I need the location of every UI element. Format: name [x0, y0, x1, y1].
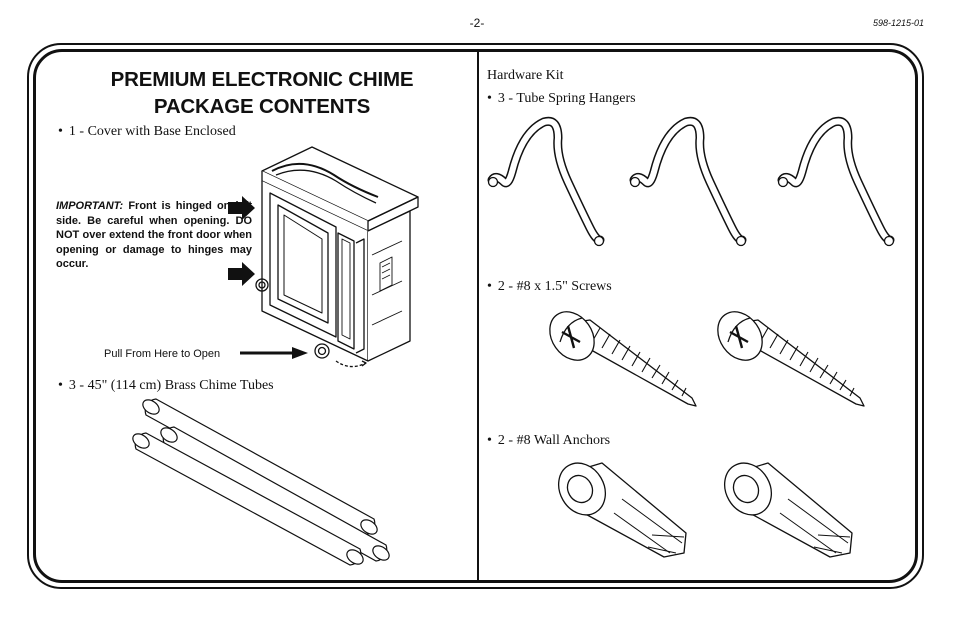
spring-hanger-illustration — [487, 116, 605, 247]
pull-label: Pull From Here to Open — [104, 348, 221, 360]
list-item-hangers: • 3 - Tube Spring Hangers — [487, 91, 636, 107]
important-text: Front is hinged on left side. Be careful… — [56, 200, 252, 270]
right-arrow-icon — [228, 262, 255, 286]
title-line-2: PACKAGE CONTENTS — [153, 95, 371, 118]
bullet: • — [58, 124, 63, 139]
spring-hanger-illustration — [629, 116, 747, 247]
list-item-anchors: • 2 - #8 Wall Anchors — [487, 433, 610, 449]
right-arrow-icon — [228, 196, 255, 220]
document-code: 598-1215-01 — [872, 18, 924, 28]
spring-hanger-illustration — [777, 116, 895, 247]
bullet: • — [487, 91, 492, 106]
list-item-text: 3 - Tube Spring Hangers — [497, 91, 636, 106]
column-divider — [477, 52, 479, 580]
bullet: • — [58, 378, 63, 393]
page-title: PREMIUM ELECTRONIC CHIME PACKAGE CONTENT… — [60, 66, 464, 120]
page-frame-outer — [27, 43, 924, 589]
chime-tube-illustration — [132, 398, 390, 566]
list-item-tubes: • 3 - 45" (114 cm) Brass Chime Tubes — [58, 378, 274, 394]
bullet: • — [487, 433, 492, 448]
bullet: • — [487, 279, 492, 294]
page-number: -2- — [469, 16, 485, 30]
chime-cabinet-illustration — [255, 146, 419, 368]
page-frame-inner — [33, 49, 918, 583]
pull-arrow-icon — [240, 347, 308, 359]
list-item-cover: • 1 - Cover with Base Enclosed — [58, 124, 236, 140]
list-item-screws: • 2 - #8 x 1.5" Screws — [487, 279, 612, 295]
wall-anchor-illustration — [557, 462, 687, 558]
list-item-text: 3 - 45" (114 cm) Brass Chime Tubes — [68, 378, 274, 393]
title-line-1: PREMIUM ELECTRONIC CHIME — [110, 68, 414, 91]
list-item-text: 2 - #8 x 1.5" Screws — [497, 279, 612, 294]
wall-anchor-illustration — [723, 462, 853, 558]
list-item-text: 2 - #8 Wall Anchors — [497, 433, 611, 448]
list-item-text: 1 - Cover with Base Enclosed — [68, 124, 236, 139]
important-lead: IMPORTANT: — [56, 200, 124, 212]
screw-illustration — [549, 311, 697, 407]
hardware-kit-heading: Hardware Kit — [487, 68, 564, 83]
important-note: IMPORTANT: Front is hinged on left side.… — [56, 199, 252, 272]
screw-illustration — [717, 311, 865, 407]
